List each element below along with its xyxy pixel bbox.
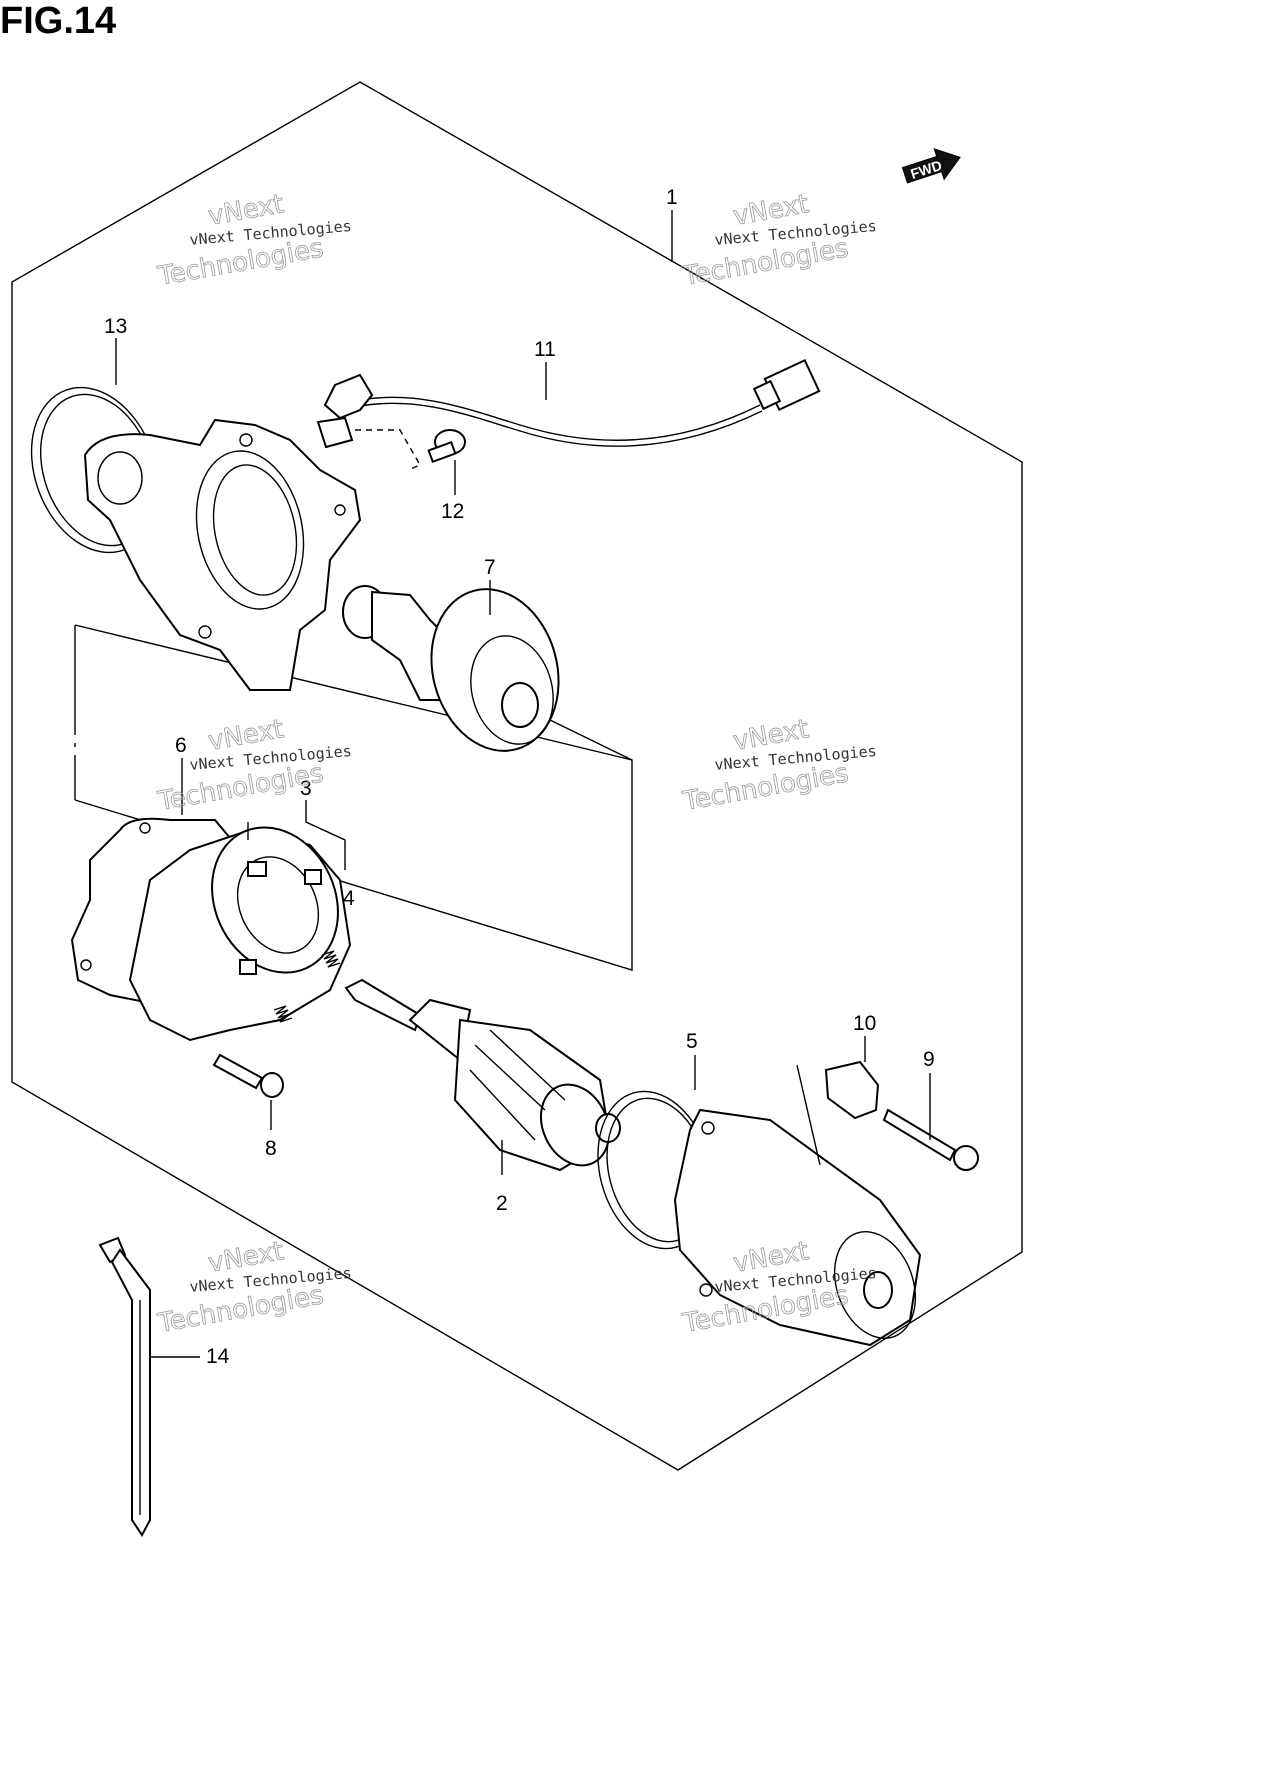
callout-4: 4: [343, 887, 355, 910]
front-housing-part-13: [30, 386, 362, 691]
spring-part-4: [273, 950, 341, 1023]
subassembly-boundary: [74, 624, 633, 971]
fwd-arrow-icon: FWD: [901, 148, 961, 184]
callout-11: 11: [534, 338, 556, 361]
callout-14: 14: [206, 1345, 230, 1368]
assembly-boundary: [11, 81, 1023, 1471]
callout-7: 7: [484, 556, 496, 579]
figure-title: FIG.14: [0, 0, 117, 42]
screw-part-12: [427, 429, 466, 495]
armature-part-2: [344, 978, 621, 1175]
insulator-part-10: [824, 1036, 880, 1120]
watermark: vNext vNext Technologies Technologies: [680, 189, 878, 293]
watermark: vNext vNext Technologies Technologies: [155, 1236, 353, 1340]
callout-3: 3: [300, 777, 312, 800]
cable-tie-part-14: [98, 1236, 200, 1537]
lead-wire-part-11: [316, 358, 821, 471]
watermark: vNext vNext Technologies Technologies: [680, 714, 878, 818]
brush-holder-part-3: [128, 826, 352, 1042]
end-bracket-part-7: [342, 585, 633, 761]
callout-6: 6: [175, 734, 187, 757]
callout-2: 2: [496, 1192, 508, 1215]
callout-9: 9: [923, 1048, 935, 1071]
callout-1: 1: [666, 186, 678, 209]
callout-10: 10: [853, 1012, 876, 1035]
yoke-part-5: [597, 1055, 922, 1347]
callout-12: 12: [441, 500, 464, 523]
callout-8: 8: [265, 1137, 277, 1160]
watermark: vNext vNext Technologies Technologies: [155, 189, 353, 293]
long-bolt-part-9: [882, 1073, 979, 1171]
callout-13: 13: [104, 315, 127, 338]
leader-lines: [115, 210, 673, 870]
bolt-part-8: [212, 1053, 284, 1130]
fwd-label: FWD: [908, 157, 943, 182]
watermark: vNext vNext Technologies Technologies: [155, 714, 353, 818]
callout-5: 5: [686, 1030, 698, 1053]
